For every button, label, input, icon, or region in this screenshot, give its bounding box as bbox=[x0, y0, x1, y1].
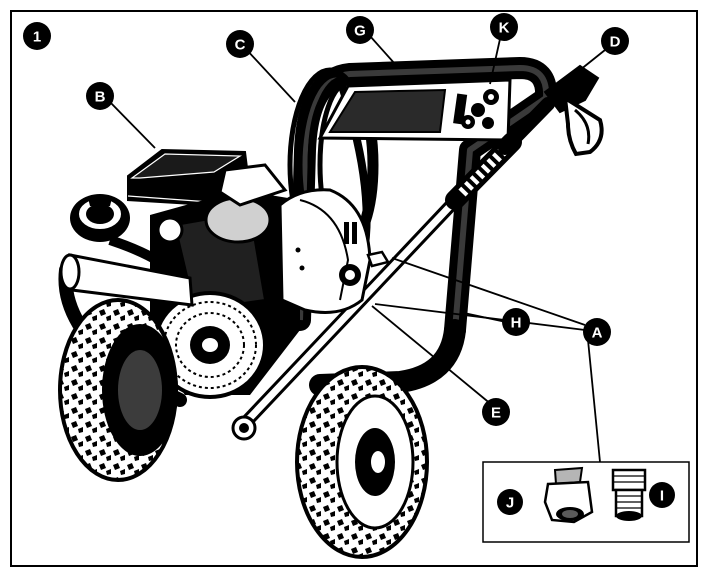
callout-a-label: A bbox=[592, 325, 603, 342]
callout-a: A bbox=[583, 318, 611, 346]
callout-c-label: C bbox=[235, 37, 246, 54]
callout-h: H bbox=[502, 308, 530, 336]
callout-j: J bbox=[497, 489, 523, 515]
callout-k-label: K bbox=[499, 20, 510, 37]
spray-gun bbox=[543, 64, 604, 157]
callout-b-label: B bbox=[95, 89, 106, 106]
callout-d-label: D bbox=[610, 34, 621, 51]
right-wheel bbox=[295, 365, 429, 559]
callout-e-label: E bbox=[491, 405, 501, 422]
figure-border bbox=[10, 10, 698, 567]
callout-h-label: H bbox=[511, 315, 522, 332]
pump-housing bbox=[278, 188, 390, 314]
engine bbox=[150, 163, 300, 399]
callout-e: E bbox=[482, 398, 510, 426]
callout-i: I bbox=[649, 482, 675, 508]
left-wheel bbox=[58, 298, 178, 482]
handle-frame bbox=[289, 57, 558, 396]
callout-c: C bbox=[226, 30, 254, 58]
callout-k: K bbox=[490, 13, 518, 41]
figure-number: 1 bbox=[33, 29, 41, 46]
figure-number-badge: 1 bbox=[23, 22, 51, 50]
fuel-cap bbox=[70, 194, 163, 267]
callout-g-label: G bbox=[354, 23, 366, 40]
callout-g: G bbox=[346, 16, 374, 44]
callout-d: D bbox=[601, 27, 629, 55]
callout-i-label: I bbox=[660, 488, 664, 505]
control-panel bbox=[317, 78, 512, 142]
callout-j-label: J bbox=[506, 495, 514, 512]
callout-b: B bbox=[86, 82, 114, 110]
